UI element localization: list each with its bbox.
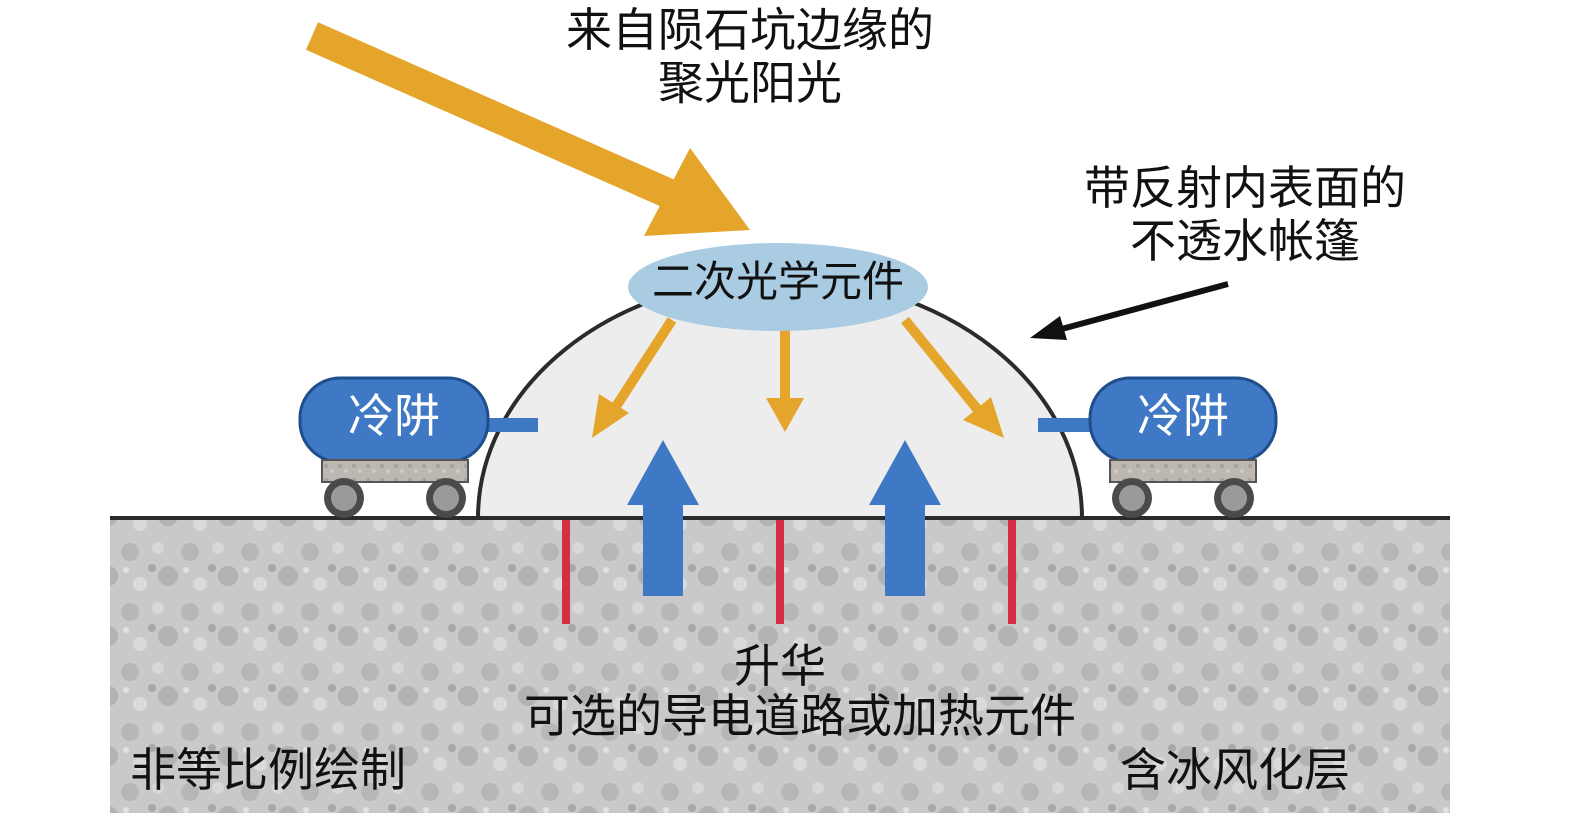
tent-pointer-arrow bbox=[1030, 281, 1229, 340]
sunlight-arrow-shaft bbox=[305, 22, 697, 217]
cold-trap-right-label: 冷阱 bbox=[1137, 389, 1229, 443]
cold-trap-left-pipe bbox=[480, 418, 538, 432]
tent-label-line2: 不透水帐篷 bbox=[1130, 213, 1360, 268]
sublimation-arrow-right bbox=[869, 440, 941, 596]
sunlight-label: 来自陨石坑边缘的 聚光阳光 bbox=[490, 4, 1010, 110]
cold-trap-left-cart bbox=[321, 459, 469, 483]
cold-trap-left-wheel-2-hub bbox=[433, 485, 459, 511]
cold-trap-left bbox=[298, 376, 538, 518]
sunlight-arrow bbox=[305, 22, 750, 236]
tent-label-line1: 带反射内表面的 bbox=[1084, 161, 1406, 215]
cold-trap-right-pipe bbox=[1038, 418, 1096, 432]
tent-label: 带反射内表面的 不透水帐篷 bbox=[1030, 162, 1460, 268]
optics-ray-right bbox=[901, 316, 982, 414]
secondary-optics-ellipse bbox=[628, 243, 928, 331]
heating-elements-label: 可选的导电道路或加热元件 bbox=[524, 689, 1076, 743]
optics-rays bbox=[592, 316, 1004, 438]
optics-ray-left-head bbox=[592, 394, 629, 438]
optics-ray-left bbox=[610, 317, 677, 411]
cold-trap-right-wheel-2-hub bbox=[1221, 485, 1247, 511]
regolith-label: 含冰风化层 bbox=[1120, 743, 1350, 797]
secondary-optics-label: 二次光学元件 bbox=[651, 257, 904, 306]
tent-pointer-head bbox=[1030, 316, 1067, 340]
tent-pointer-shaft bbox=[1057, 281, 1229, 333]
cold-trap-left-label: 冷阱 bbox=[348, 389, 440, 443]
cold-trap-right-cart bbox=[1109, 459, 1257, 483]
sunlight-label-line2: 聚光阳光 bbox=[658, 55, 842, 110]
sublimation-label: 升华 bbox=[734, 639, 826, 693]
optics-ray-right-head bbox=[963, 397, 1004, 438]
cold-trap-right-wheel-1-hub bbox=[1119, 485, 1145, 511]
optics-ray-center-head bbox=[766, 398, 804, 432]
not-to-scale-label: 非等比例绘制 bbox=[130, 743, 406, 797]
cold-trap-left-wheel-1-hub bbox=[331, 485, 357, 511]
sublimation-arrow-left bbox=[627, 440, 699, 596]
sunlight-label-line1: 来自陨石坑边缘的 bbox=[566, 3, 934, 57]
sunlight-arrow-head bbox=[644, 148, 750, 236]
cold-trap-right bbox=[1038, 376, 1278, 518]
